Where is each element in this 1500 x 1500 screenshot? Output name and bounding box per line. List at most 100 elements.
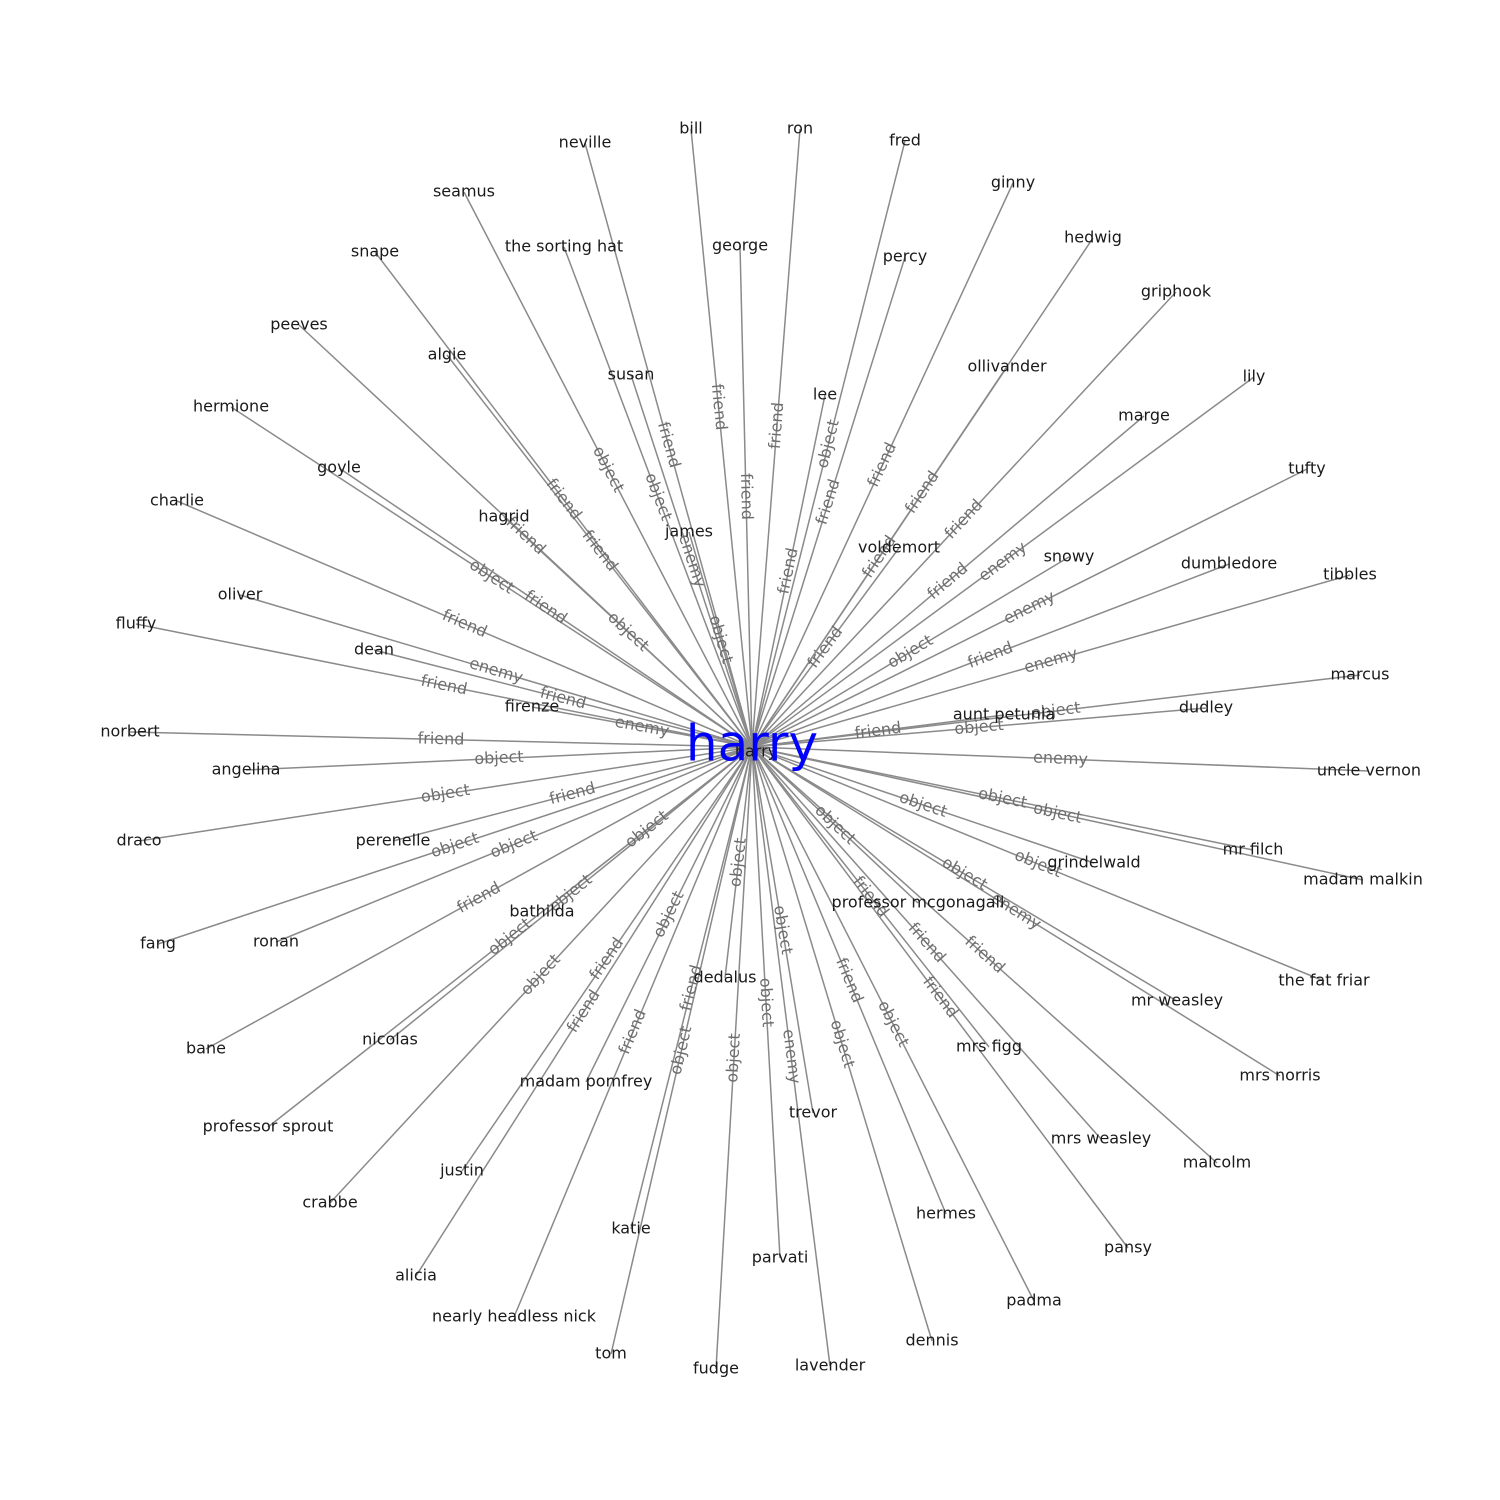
- edge-label-uncle-vernon: enemy: [1033, 747, 1089, 768]
- edge-label-grindelwald: object: [897, 787, 950, 821]
- node-label-susan: susan: [608, 365, 655, 384]
- edge-label-tom: object: [666, 1024, 696, 1076]
- edge-label-mr-weasley: object: [939, 852, 991, 894]
- edge-label-snape: friend: [543, 475, 586, 524]
- node-label-uncle-vernon: uncle vernon: [1317, 761, 1421, 780]
- edge-neville: [584, 142, 753, 748]
- edge-tibbles: [751, 574, 1351, 748]
- edge-label-bill: friend: [708, 383, 732, 431]
- node-label-dudley: dudley: [1179, 698, 1233, 717]
- node-label-draco: draco: [116, 831, 161, 850]
- node-label-katie: katie: [611, 1219, 650, 1238]
- edge-mr-filch: [751, 746, 1254, 851]
- node-label-hermione: hermione: [193, 397, 269, 416]
- edge-label-firenze: enemy: [613, 712, 670, 741]
- edge-label-madam-malkin: object: [1032, 798, 1084, 827]
- node-label-ronan: ronan: [253, 932, 299, 951]
- edge-mrs-norris: [751, 746, 1281, 1077]
- edge-aunt-petunia: [751, 714, 1005, 748]
- edge-label-bathilda: object: [621, 806, 672, 851]
- node-label-goyle: goyle: [317, 458, 361, 477]
- edge-katie: [630, 746, 753, 1230]
- node-label-fudge: fudge: [693, 1359, 739, 1378]
- edge-marcus: [751, 674, 1361, 748]
- edge-alicia: [415, 746, 753, 1277]
- node-label-percy: percy: [883, 247, 928, 266]
- node-label-trevor: trevor: [789, 1103, 838, 1122]
- edge-label-ginny: friend: [863, 439, 900, 489]
- node-label-marcus: marcus: [1331, 665, 1390, 684]
- edge-label-algie: friend: [578, 526, 622, 575]
- edge-fudge: [715, 746, 753, 1370]
- edge-firenze: [531, 706, 753, 748]
- edge-ollivander: [751, 366, 1008, 748]
- edge-dudley: [751, 707, 1207, 748]
- edge-label-goyle: friend: [521, 586, 570, 628]
- edge-label-trevor: object: [770, 904, 797, 956]
- edge-label-marge: friend: [923, 558, 971, 603]
- edge-label-dudley: object: [954, 715, 1005, 738]
- edge-angelina: [245, 746, 753, 771]
- edge-percy: [751, 256, 906, 748]
- edge-label-hagrid: object: [604, 608, 653, 655]
- node-label-marge: marge: [1118, 406, 1170, 425]
- edge-dumbledore: [751, 563, 1230, 748]
- edge-madam-malkin: [751, 746, 1364, 881]
- node-label-snape: snape: [351, 242, 399, 261]
- node-label-hagrid: hagrid: [478, 507, 529, 526]
- edge-james: [688, 531, 753, 748]
- node-label-mr-weasley: mr weasley: [1131, 991, 1223, 1010]
- node-label-ollivander: ollivander: [967, 357, 1047, 376]
- node-label-algie: algie: [428, 345, 467, 364]
- edge-label-malcolm: friend: [961, 932, 1009, 977]
- edge-label-ron: friend: [765, 402, 788, 450]
- node-label-dennis: dennis: [905, 1331, 958, 1350]
- center-node-label: harry: [686, 715, 818, 773]
- node-label-angelina: angelina: [212, 760, 281, 779]
- node-label-tom: tom: [595, 1344, 627, 1363]
- edge-dean: [373, 649, 753, 748]
- node-label-lee: lee: [813, 385, 837, 404]
- edge-label-perenelle: friend: [547, 778, 597, 808]
- node-label-the-fat-friar: the fat friar: [1278, 971, 1370, 990]
- node-label-tufty: tufty: [1288, 459, 1326, 478]
- edge-griphook: [751, 291, 1177, 748]
- edge-label-dumbledore: friend: [965, 637, 1015, 672]
- node-label-norbert: norbert: [100, 722, 159, 741]
- node-label-mrs-norris: mrs norris: [1239, 1066, 1320, 1085]
- node-label-bathilda: bathilda: [509, 902, 574, 921]
- edge-padma: [751, 746, 1035, 1302]
- node-label-ron: ron: [787, 119, 813, 138]
- edge-label-snowy: object: [884, 630, 936, 672]
- node-label-charlie: charlie: [150, 491, 204, 510]
- edge-label-james: object: [705, 613, 737, 666]
- node-label-lily: lily: [1243, 367, 1266, 386]
- edge-grindelwald: [751, 746, 1095, 864]
- node-label-alicia: alicia: [395, 1266, 437, 1285]
- node-label-hedwig: hedwig: [1064, 228, 1122, 247]
- node-label-peeves: peeves: [270, 315, 328, 334]
- node-label-james: james: [664, 522, 713, 541]
- node-label-fred: fred: [889, 131, 921, 150]
- node-label-justin: justin: [439, 1161, 484, 1180]
- edge-george: [739, 245, 753, 748]
- edge-label-pansy: friend: [919, 972, 962, 1021]
- edge-label-griphook: friend: [940, 495, 986, 542]
- edge-professor-sprout: [267, 746, 753, 1128]
- edge-the-fat-friar: [751, 746, 1325, 982]
- center-node: harry harry: [686, 715, 818, 773]
- edge-label-lily: enemy: [975, 537, 1030, 585]
- edge-uncle-vernon: [751, 746, 1370, 772]
- node-label-griphook: griphook: [1141, 282, 1212, 301]
- node-label-mr-filch: mr filch: [1223, 840, 1284, 859]
- node-label-bill: bill: [679, 119, 703, 138]
- node-label-hermes: hermes: [916, 1204, 976, 1223]
- edges-layer: [129, 128, 1370, 1370]
- node-label-fang: fang: [140, 934, 176, 953]
- node-label-aunt-petunia: aunt petunia: [953, 705, 1055, 724]
- node-label-perenelle: perenelle: [356, 831, 431, 850]
- edge-mrs-weasley: [751, 746, 1102, 1140]
- edge-label-lee: friend: [773, 546, 801, 596]
